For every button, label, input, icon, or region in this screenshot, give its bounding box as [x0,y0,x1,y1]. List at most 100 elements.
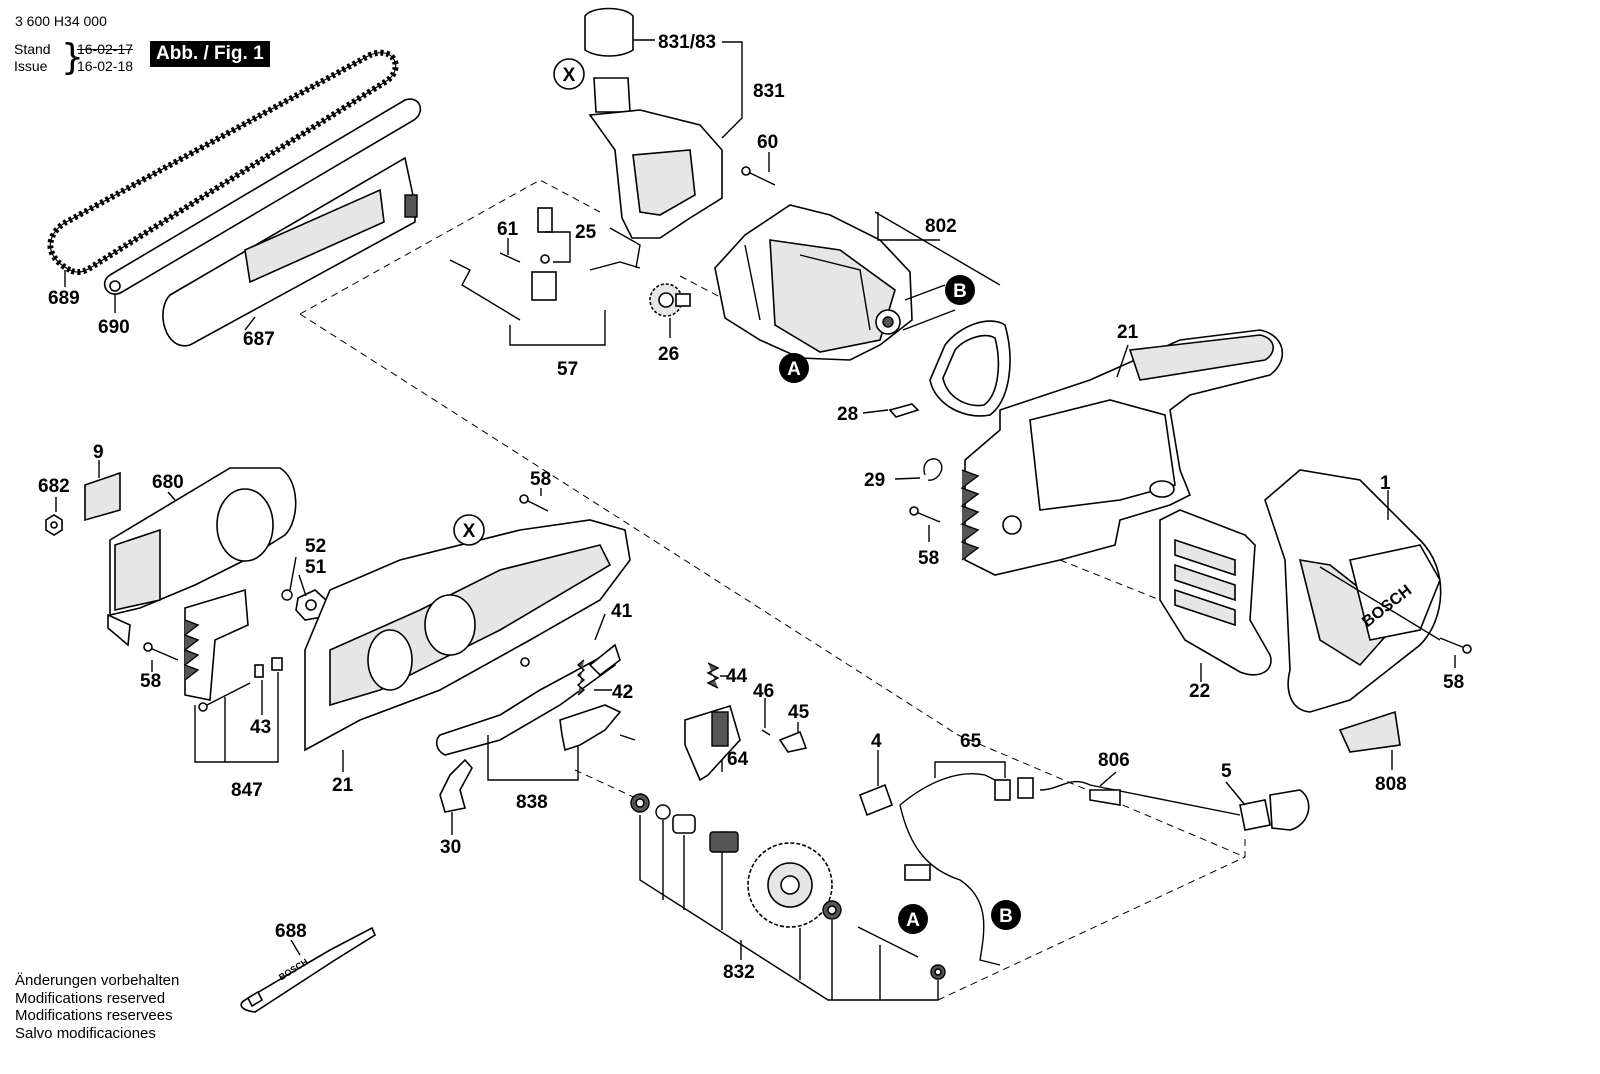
x-marker-top-label: X [563,65,576,86]
callout-687: 687 [243,329,275,350]
callout-58-right: 58 [1443,672,1464,693]
callout-832: 832 [723,962,755,983]
callout-28: 28 [837,404,858,425]
screw-58-top [519,494,549,512]
a-marker-wire-label: A [906,910,920,931]
note-en: Modifications reserved [15,989,166,1007]
callout-61: 61 [497,219,519,240]
cover-plate [84,471,121,522]
motor-gasket [929,320,1011,417]
brake-spring [576,659,586,696]
callout-9: 9 [93,442,104,463]
wire-spring [923,458,943,481]
saw-chain [47,49,399,276]
callout-57: 57 [557,359,578,380]
note-de: Änderungen vorbehalten [15,972,180,989]
callout-831: 831 [753,81,785,102]
callout-808: 808 [1375,774,1407,795]
note-es: Salvo modificaciones [15,1024,156,1042]
callout-60: 60 [757,132,778,153]
b-marker-wire-label: B [999,906,1013,927]
a-marker-motor: A [779,353,809,383]
callout-22: 22 [1189,681,1210,702]
bar-cover [162,156,418,347]
callout-46: 46 [753,681,774,702]
callout-690: 690 [98,317,130,338]
small-clip [888,403,920,418]
issue-date: 16-02-18 [77,58,134,74]
main-housing-half [960,329,1284,576]
screw-58-mid [909,506,941,523]
leader-lines [55,39,1456,1001]
callout-831-83: 831/83 [658,32,716,53]
callout-51: 51 [305,557,327,578]
modification-notes: Änderungen vorbehalten Modifications res… [15,972,179,1042]
callout-41: 41 [611,601,633,622]
date-brace: } [61,37,84,78]
callout-838: 838 [516,792,548,813]
housing-half-left [304,519,631,752]
callout-58-mid: 58 [918,548,939,569]
brake-catch [559,704,636,752]
doc-number: 3 600 H34 000 [15,13,107,29]
callout-5: 5 [1221,761,1232,782]
callout-58-left: 58 [140,671,161,692]
callout-42: 42 [612,682,633,703]
a-marker-motor-label: A [787,359,801,380]
callout-44: 44 [726,666,748,687]
rear-housing: BOSCH [1264,469,1442,713]
callout-52: 52 [305,536,326,557]
screw-58-right [1439,637,1472,654]
screw-58-left [143,642,179,661]
brake-lever [435,643,621,756]
tensioner-set [183,588,283,712]
callout-4: 4 [871,731,882,752]
guide-bar [104,98,422,295]
b-marker-motor-label: B [953,281,967,302]
x-marker-mid: X [453,514,485,546]
issue-label: Issue [14,58,48,74]
callout-21-bottom: 21 [332,775,354,796]
callout-21-top: 21 [1117,322,1139,343]
stand-label: Stand [14,41,51,57]
circlip-52 [281,589,293,601]
x-marker-top: X [553,58,585,90]
switch-bracket [439,758,473,813]
rating-label [1338,710,1401,753]
oil-tank [584,7,723,239]
callout-847: 847 [231,780,263,801]
stand-date: 16-02-17 [77,41,134,57]
callout-64: 64 [727,749,749,770]
callout-25: 25 [575,222,597,243]
callout-688: 688 [275,921,307,942]
callout-labels: 831/83 831 60 802 61 25 57 26 689 690 68… [38,32,1464,983]
service-tool: BOSCH [240,926,377,1013]
callout-689: 689 [48,288,80,309]
screw-60 [741,166,776,186]
power-cable [1039,780,1310,831]
callout-65: 65 [960,731,982,752]
motor [714,204,913,361]
callout-1: 1 [1380,473,1391,494]
b-marker-wire: B [991,900,1021,930]
a-marker-wire: A [898,904,928,934]
callout-58-top: 58 [530,469,551,490]
side-cover [1159,509,1272,676]
callout-682: 682 [38,476,70,497]
callout-43: 43 [250,717,271,738]
x-marker-mid-label: X [463,521,476,542]
sprocket-cover [107,467,297,647]
oil-pump-parts [449,207,641,321]
gear-set [630,793,946,980]
callout-680: 680 [152,472,184,493]
callout-45: 45 [788,702,810,723]
callout-26: 26 [658,344,679,365]
b-marker-motor: B [945,275,975,305]
figure-label: Abb. / Fig. 1 [150,41,270,67]
callout-806: 806 [1098,750,1130,771]
callout-30: 30 [440,837,461,858]
note-fr: Modifications reservees [15,1007,173,1024]
cover-nut [45,514,63,536]
